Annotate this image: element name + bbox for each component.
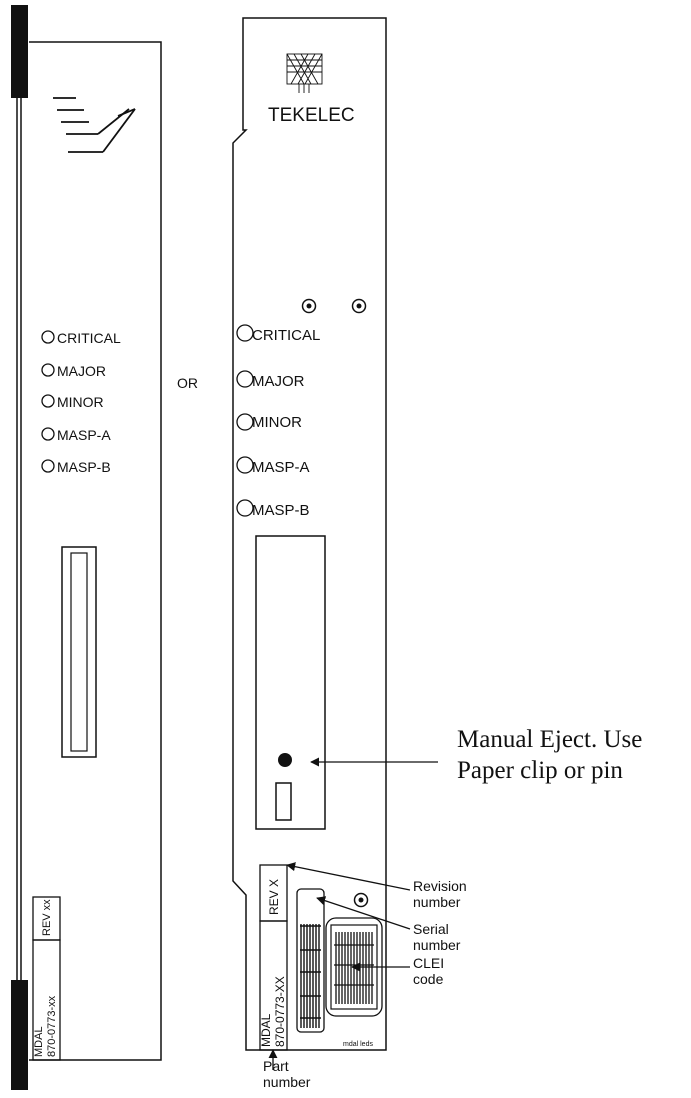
clei-code-label-line1: CLEI: [413, 955, 444, 971]
right-led-list: CRITICAL MAJOR MINOR MASP-A MASP-B: [236, 324, 320, 519]
part-number-label-line1: Part: [263, 1058, 289, 1074]
serial-barcode-icon: [296, 888, 325, 1033]
right-led-minor-icon: [236, 413, 254, 431]
left-ejector-rail: [16, 11, 22, 1083]
right-led-critical-icon: [236, 324, 254, 342]
revision-number-label-line2: number: [413, 894, 461, 910]
left-media-slot-inner: [70, 552, 88, 752]
right-part-label-line1: MDAL: [259, 1013, 273, 1047]
right-led-minor-label: MINOR: [252, 414, 302, 431]
serial-number-label-line2: number: [413, 937, 461, 953]
figure-tag: mdal leds: [343, 1041, 373, 1048]
right-led-major-label: MAJOR: [252, 373, 305, 390]
right-rev-label: REV X: [267, 879, 281, 915]
brand-name: TEKELEC: [268, 105, 355, 126]
manual-eject-label-line2: Paper clip or pin: [457, 757, 623, 784]
left-ejector-bottom-handle: [11, 980, 28, 1090]
manual-eject-hole-icon: [278, 753, 292, 767]
screw-icon: [301, 298, 317, 314]
right-led-masp-a-label: MASP-A: [252, 459, 310, 476]
left-card: CRITICAL MAJOR MINOR MASP-A MASP-B REV x…: [11, 5, 162, 1090]
left-logo-icon: [53, 97, 136, 153]
left-led-minor-icon: [41, 394, 55, 408]
left-led-critical-label: CRITICAL: [57, 330, 121, 346]
manual-eject-label-line1: Manual Eject. Use: [457, 726, 642, 753]
revision-number-arrow: [286, 862, 411, 891]
callouts: Manual Eject. Use Paper clip or pin Revi…: [263, 726, 642, 1090]
left-media-slot-outer: [61, 546, 97, 758]
part-number-label-line2: number: [263, 1074, 311, 1090]
clei-code-label-line2: code: [413, 971, 444, 987]
right-led-masp-a-icon: [236, 456, 254, 474]
drive-panel: [255, 535, 326, 830]
right-led-critical-label: CRITICAL: [252, 327, 320, 344]
left-part-label-line1: MDAL: [33, 1026, 45, 1057]
drive-slot: [275, 782, 292, 821]
right-led-masp-b-icon: [236, 499, 254, 517]
left-led-masp-a-icon: [41, 427, 55, 441]
left-card-outline: [29, 41, 162, 1061]
or-separator: OR: [177, 375, 198, 391]
revision-number-label-line1: Revision: [413, 878, 467, 894]
right-led-masp-b-label: MASP-B: [252, 502, 310, 519]
screw-icon: [351, 298, 367, 314]
serial-number-label-line1: Serial: [413, 921, 449, 937]
left-led-masp-b-label: MASP-B: [57, 459, 111, 475]
right-card: TEKELEC CRITICAL MAJOR MINOR MASP-A MASP…: [232, 17, 387, 1051]
screw-icon: [353, 892, 369, 908]
serial-number-arrow: [316, 896, 411, 930]
left-led-critical-icon: [41, 330, 55, 344]
left-led-masp-b-icon: [41, 459, 55, 473]
left-led-minor-label: MINOR: [57, 394, 104, 410]
tekelec-logo-icon: [286, 53, 323, 93]
right-led-major-icon: [236, 370, 254, 388]
left-led-major-label: MAJOR: [57, 363, 106, 379]
right-card-outline: [232, 17, 387, 1051]
left-led-major-icon: [41, 363, 55, 377]
left-rev-label: REV xx: [41, 899, 53, 936]
left-part-label-box: [32, 939, 61, 1061]
left-led-masp-a-label: MASP-A: [57, 427, 111, 443]
left-part-label-line2: 870-0773-xx: [46, 995, 58, 1057]
left-led-list: CRITICAL MAJOR MINOR MASP-A MASP-B: [41, 330, 121, 475]
left-ejector-top-handle: [11, 5, 28, 98]
right-part-label-line2: 870-0773-XX: [273, 976, 287, 1047]
